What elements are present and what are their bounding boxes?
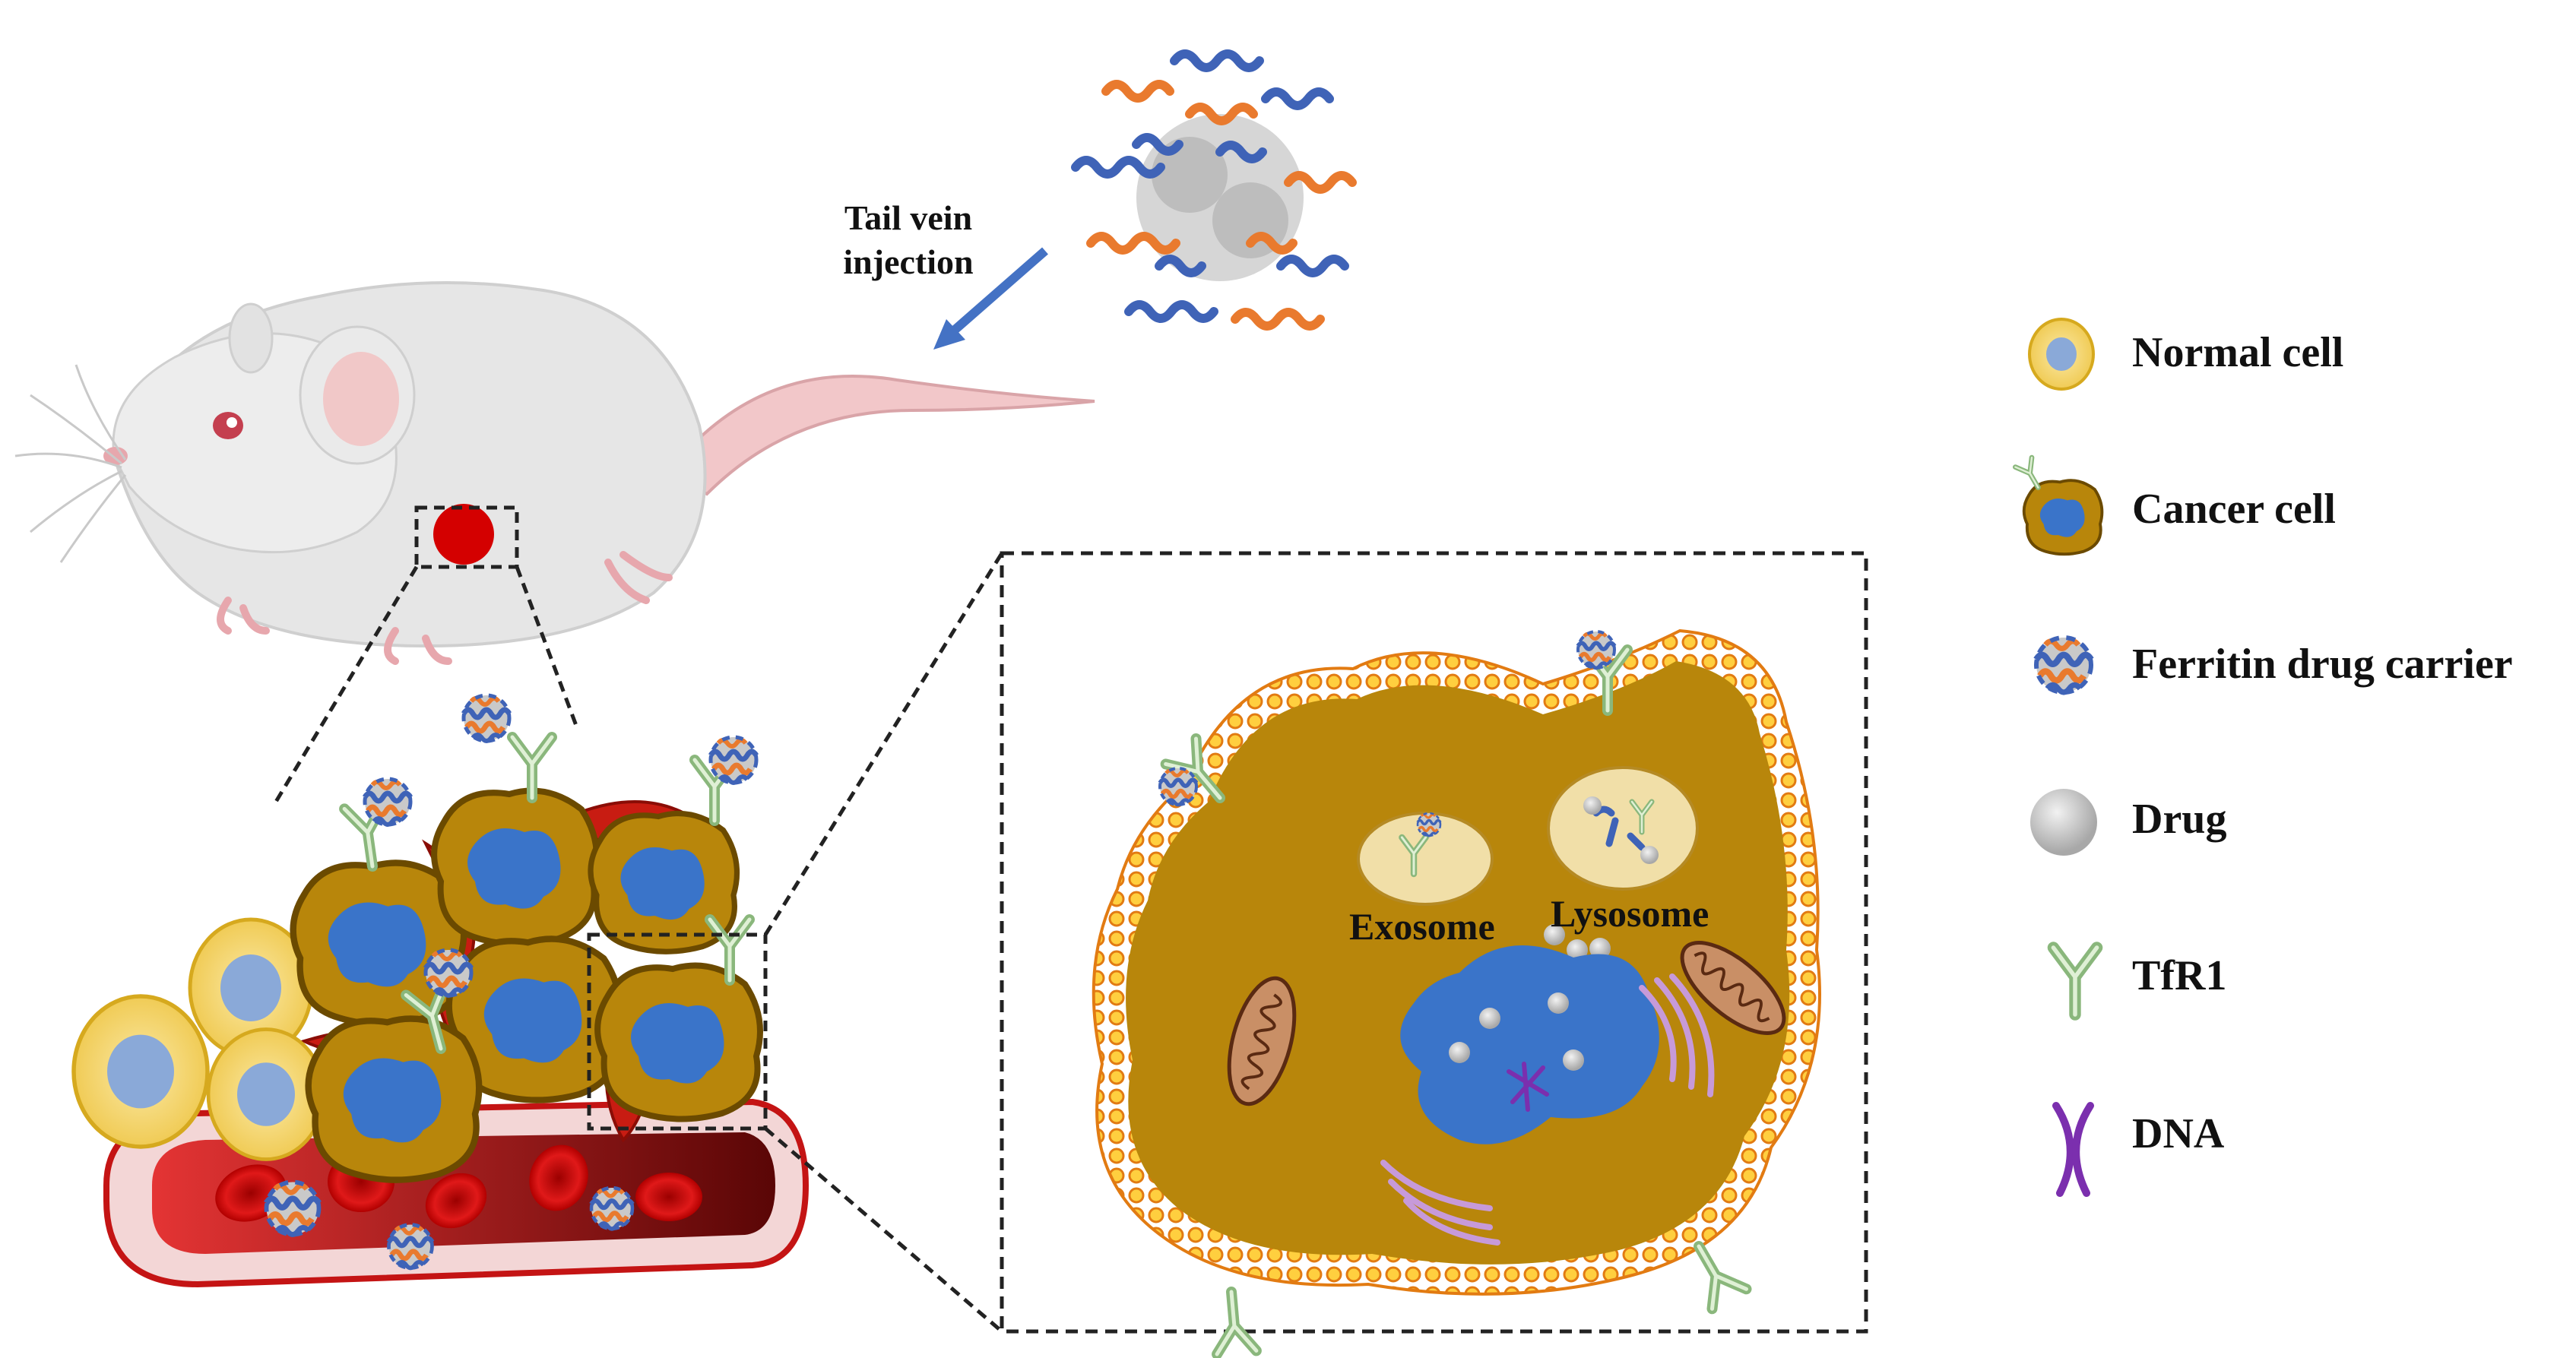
mouse-illustration [14, 281, 1095, 665]
injection-label-line2: injection [843, 242, 974, 281]
mitochondrion-left [1227, 976, 1297, 1106]
mitochondrion-right [1680, 941, 1786, 1035]
legend-icon-ferritin-carrier [2036, 638, 2091, 692]
legend-label-normal-cell: Normal cell [2132, 329, 2344, 376]
legend-label-dna: DNA [2132, 1110, 2225, 1157]
legend-label-tfr1: TfR1 [2132, 952, 2227, 999]
injection-label-line1: Tail vein [844, 198, 973, 237]
cell-zoom-box [587, 932, 768, 1131]
tumor-zoom-lines [271, 565, 580, 807]
exosome-label: Exosome [1349, 905, 1495, 948]
tumor-zoom-box [414, 505, 519, 569]
legend [2015, 318, 2104, 1197]
tumor-site [433, 504, 494, 565]
legend-label-ferritin-carrier: Ferritin drug carrier [2132, 641, 2513, 688]
cell-zoom-lines [763, 552, 1004, 1333]
injection-label: Tail vein injection [817, 196, 1000, 284]
nucleus [1400, 945, 1659, 1144]
legend-icon-tfr1 [2053, 948, 2096, 1015]
lysosome-label: Lysosome [1551, 892, 1709, 935]
injection-arrow [933, 247, 1048, 350]
lysosome-vesicle [1547, 766, 1699, 891]
legend-label-drug: Drug [2132, 796, 2227, 843]
injected-ferritin-nanocage [1068, 46, 1372, 350]
legend-icon-drug [2030, 789, 2097, 856]
zoomed-cancer-cell [1092, 628, 1821, 1354]
legend-icon-dna [2052, 1102, 2094, 1197]
legend-icon-normal-cell [2028, 318, 2095, 391]
legend-label-cancer-cell: Cancer cell [2132, 486, 2336, 533]
legend-icon-cancer-cell [2015, 457, 2104, 556]
